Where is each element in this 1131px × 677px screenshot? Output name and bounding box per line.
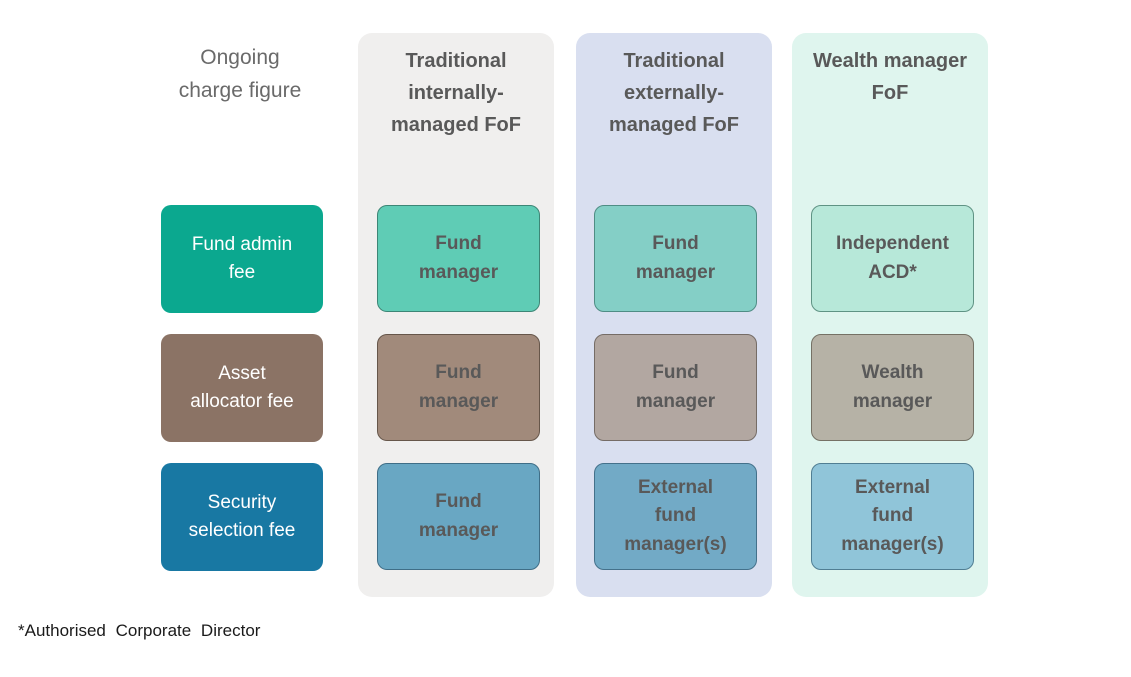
row-label-fund-admin-fee: Fund admin fee xyxy=(161,205,323,313)
ongoing-charge-figure-label: Ongoing charge figure xyxy=(178,46,302,102)
cell-internal-asset-allocator: Fund manager xyxy=(377,334,540,441)
cell-wealth-fund-admin: Independent ACD* xyxy=(811,205,974,312)
cell-external-security-selection: External fund manager(s) xyxy=(594,463,757,570)
cell-wealth-security-selection: External fund manager(s) xyxy=(811,463,974,570)
cell-internal-security-selection: Fund manager xyxy=(377,463,540,570)
cell-internal-fund-admin: Fund manager xyxy=(377,205,540,312)
cell-external-asset-allocator: Fund manager xyxy=(594,334,757,441)
cell-external-fund-admin: Fund manager xyxy=(594,205,757,312)
row-label-asset-allocator-fee: Asset allocator fee xyxy=(161,334,323,442)
column-header-wealth-manager: Wealth manager FoF xyxy=(812,50,968,104)
footnote-authorised-corporate-director: *Authorised Corporate Director xyxy=(18,621,261,640)
column-header-traditional-internal: Traditional internally-managed FoF xyxy=(390,50,521,136)
cell-wealth-asset-allocator: Wealth manager xyxy=(811,334,974,441)
row-label-security-selection-fee: Security selection fee xyxy=(161,463,323,571)
column-header-traditional-external: Traditional externally-managed FoF xyxy=(608,50,739,136)
